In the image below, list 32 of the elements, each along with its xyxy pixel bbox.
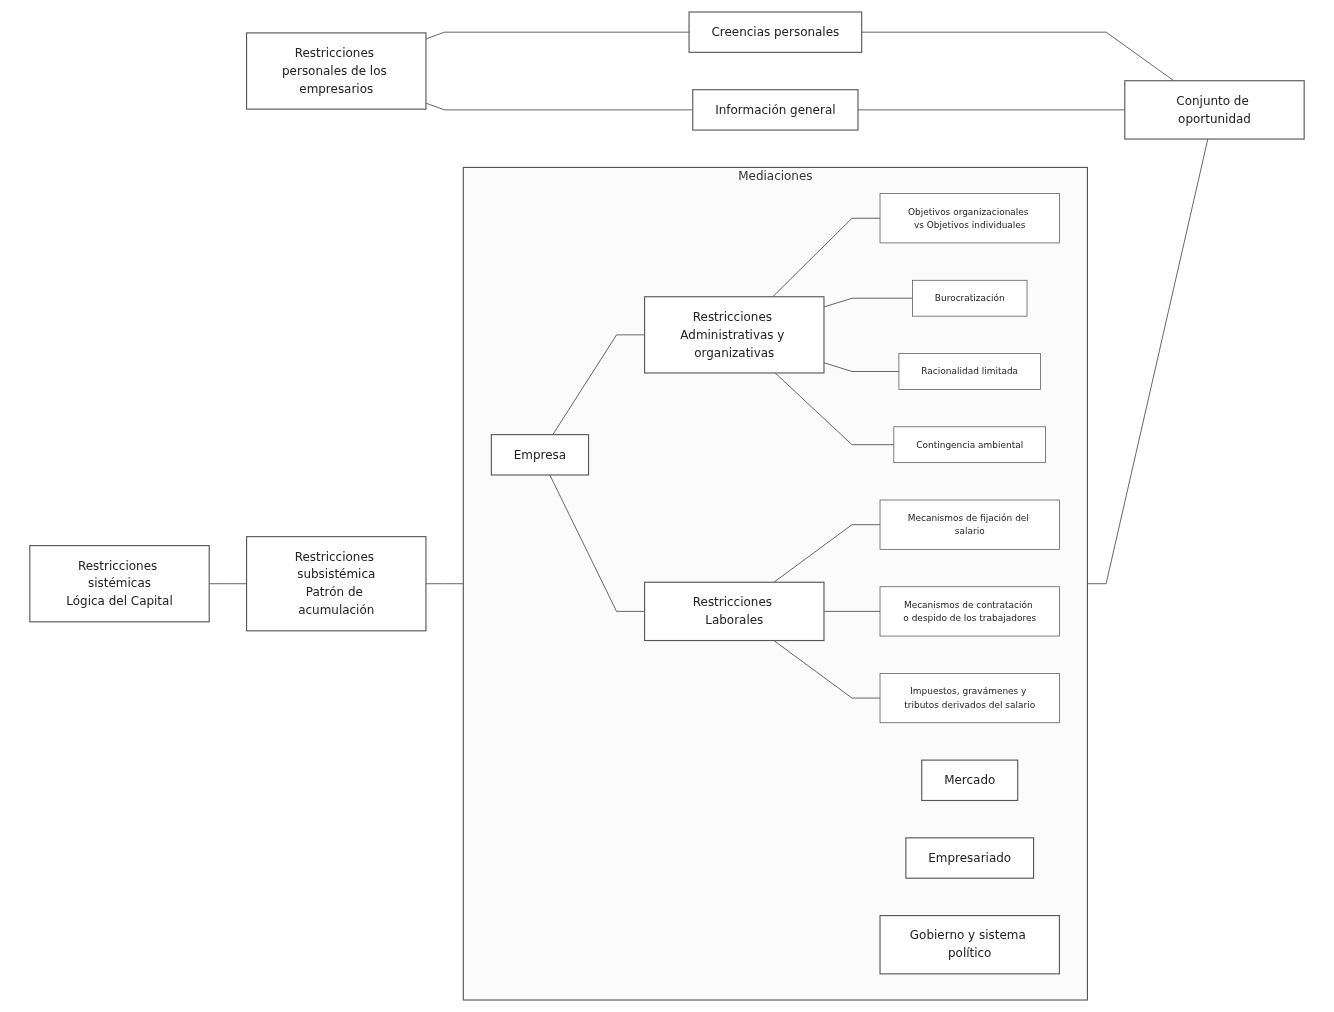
node-box: Gobierno y sistema político [879,915,1060,975]
connector [774,372,895,446]
connector [823,362,900,372]
node-box: Restricciones Administrativas y organizativas [644,296,825,374]
connector [861,31,1175,82]
node-box: Mecanismos de fijación del salario [879,499,1060,550]
node-box: Restricciones sistémicas Lógica del Capital [29,545,210,623]
node-box: Empresa [490,434,590,476]
connector [772,217,881,298]
node-box: Empresariado [905,837,1035,879]
connector [425,583,464,585]
connector [552,334,645,435]
node-box: Conjunto de oportunidad [1124,80,1305,140]
node-box: Restricciones Laborales [644,581,825,642]
node-box: Restricciones personales de los empresarios [246,32,427,110]
connector [773,524,881,583]
node-box: Impuestos, gravámenes y tributos derivados del salario [879,673,1060,724]
connector [425,31,690,40]
node-box: Objetivos organizacionales vs Objetivos individuales [879,193,1060,244]
node-box: Contingencia ambiental [893,426,1046,464]
connector [549,474,645,612]
connector [823,611,881,612]
connector [823,297,913,308]
connector [1087,138,1209,585]
node-box: Mercado [921,759,1019,802]
connector [773,640,881,699]
node-box: Información general [692,89,859,131]
node-box: Racionalidad limitada [898,353,1041,390]
node-box: Burocratización [912,279,1028,317]
node-box: Creencias personales [688,11,863,53]
node-box: Restricciones subsistémica Patrón de acumulación [246,536,427,632]
node-box: Mecanismos de contratación o despido de los trabajadores [879,586,1060,637]
